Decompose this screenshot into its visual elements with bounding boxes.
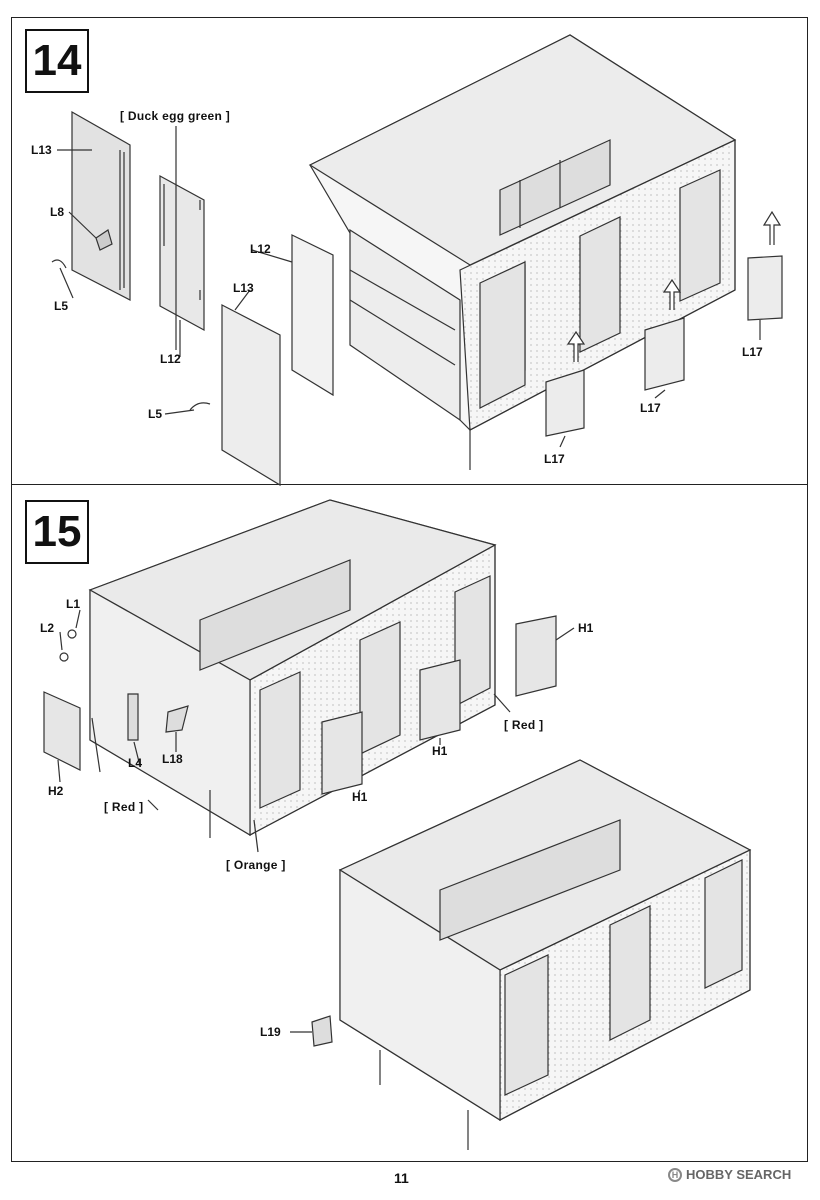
wagon-body-step14 bbox=[189, 34, 737, 487]
panel-h1-a bbox=[321, 711, 363, 795]
panel-h1-c bbox=[515, 615, 557, 697]
color-note-red-right: [ Red ] bbox=[504, 718, 544, 732]
label-l19: L19 bbox=[260, 1025, 281, 1039]
wagon-body-step15-a bbox=[88, 499, 497, 838]
door-l13-part bbox=[51, 110, 131, 301]
label-l8: L8 bbox=[50, 205, 65, 219]
label-l2: L2 bbox=[40, 621, 55, 635]
label-h2: H2 bbox=[48, 784, 64, 798]
step-15-number: 15 bbox=[25, 500, 89, 564]
panel-l17-a bbox=[545, 369, 585, 437]
label-l18: L18 bbox=[162, 752, 183, 766]
label-l12-door: L12 bbox=[160, 352, 181, 366]
label-l17-a: L17 bbox=[544, 452, 565, 466]
panel-h2 bbox=[43, 691, 81, 771]
hobbysearch-logo-icon: H bbox=[668, 1167, 682, 1182]
label-h1-a: H1 bbox=[352, 790, 368, 804]
label-l1: L1 bbox=[66, 597, 81, 611]
step-14-number: 14 bbox=[25, 29, 89, 93]
page-number: 11 bbox=[394, 1170, 409, 1186]
label-l4: L4 bbox=[128, 756, 143, 770]
label-l13-top: L13 bbox=[31, 143, 52, 157]
watermark: H HOBBY SEARCH bbox=[668, 1167, 791, 1182]
wagon-body-step15-b bbox=[338, 759, 752, 1150]
color-note-orange: [ Orange ] bbox=[226, 858, 286, 872]
door-l12-part bbox=[159, 174, 205, 332]
step-divider bbox=[12, 484, 807, 485]
color-note-red-left: [ Red ] bbox=[104, 800, 144, 814]
watermark-text: HOBBY SEARCH bbox=[686, 1167, 792, 1182]
panel-l17-b bbox=[644, 317, 685, 391]
label-h1-b: H1 bbox=[432, 744, 448, 758]
label-l5-mid: L5 bbox=[148, 407, 163, 421]
label-l17-c: L17 bbox=[742, 345, 763, 359]
part-l19 bbox=[311, 1015, 333, 1047]
label-h1-c: H1 bbox=[578, 621, 594, 635]
color-note-duck-egg-green: [ Duck egg green ] bbox=[120, 109, 231, 123]
panel-h1-b bbox=[419, 659, 461, 741]
label-l12-mid: L12 bbox=[250, 242, 271, 256]
label-l13-mid: L13 bbox=[233, 281, 254, 295]
page-frame bbox=[11, 17, 808, 1162]
panel-l17-c bbox=[747, 255, 783, 321]
label-l17-b: L17 bbox=[640, 401, 661, 415]
label-l5-top: L5 bbox=[54, 299, 69, 313]
